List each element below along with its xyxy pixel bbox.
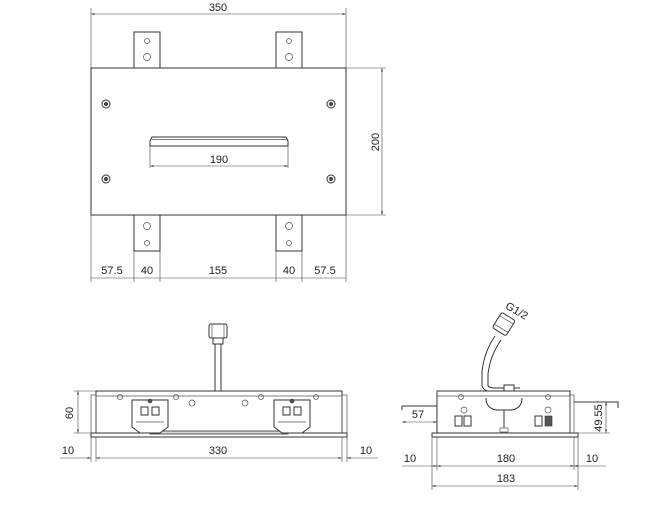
front-dim-10-right-label: 10	[360, 445, 372, 457]
front-dim-width: 10 330 10	[60, 437, 378, 462]
front-dim-10-left-label: 10	[62, 445, 74, 457]
side-dim-10-right-label: 10	[586, 453, 598, 465]
bracket-top-right	[275, 31, 303, 69]
dim-height: 200	[346, 67, 386, 216]
front-dim-60-label: 60	[64, 407, 76, 419]
side-dim-10-left-label: 10	[404, 453, 416, 465]
plate-screws	[101, 99, 336, 184]
dim-190-label: 190	[210, 154, 228, 166]
side-dim-183-label: 183	[497, 473, 515, 485]
bracket-top-left	[133, 31, 161, 69]
dim-40-left-label: 40	[141, 265, 153, 277]
top-view: 350 190	[90, 2, 386, 282]
water-slot: 190	[149, 136, 289, 168]
side-dim-180-label: 180	[497, 453, 515, 465]
dim-57-5-right-label: 57.5	[314, 265, 335, 277]
dim-155-label: 155	[209, 265, 227, 277]
dim-57-5-left-label: 57.5	[101, 265, 122, 277]
dim-40-right-label: 40	[283, 265, 295, 277]
side-details	[454, 394, 553, 433]
side-dim-height: 49.55	[574, 401, 610, 434]
dim-bottom-chain: 57.5 40 155 40 57.5	[90, 215, 347, 282]
front-dim-height: 60	[64, 390, 96, 434]
dim-350-label: 350	[209, 2, 227, 14]
bracket-bottom-left	[133, 214, 161, 252]
front-view: 60 10 330 10	[60, 323, 378, 462]
side-inlet-pipe	[481, 312, 520, 395]
front-bracket-right	[273, 398, 311, 434]
side-dim-width: 10 180 10 183	[402, 437, 606, 490]
side-base-plate	[431, 432, 579, 438]
front-inlet-pipe	[208, 323, 228, 413]
front-bracket-left	[131, 398, 169, 434]
side-view: G1/2	[401, 300, 619, 490]
front-dim-330-label: 330	[209, 445, 227, 457]
dim-200-label: 200	[370, 133, 382, 151]
front-screws	[117, 394, 319, 407]
bracket-bottom-right	[275, 214, 303, 252]
dim-overall-width: 350	[90, 2, 347, 68]
side-dim-57-label: 57	[412, 409, 424, 421]
side-dim-49-55-label: 49.55	[593, 404, 605, 432]
side-dim-left-depth: 57	[402, 409, 437, 424]
main-plate	[90, 67, 347, 216]
